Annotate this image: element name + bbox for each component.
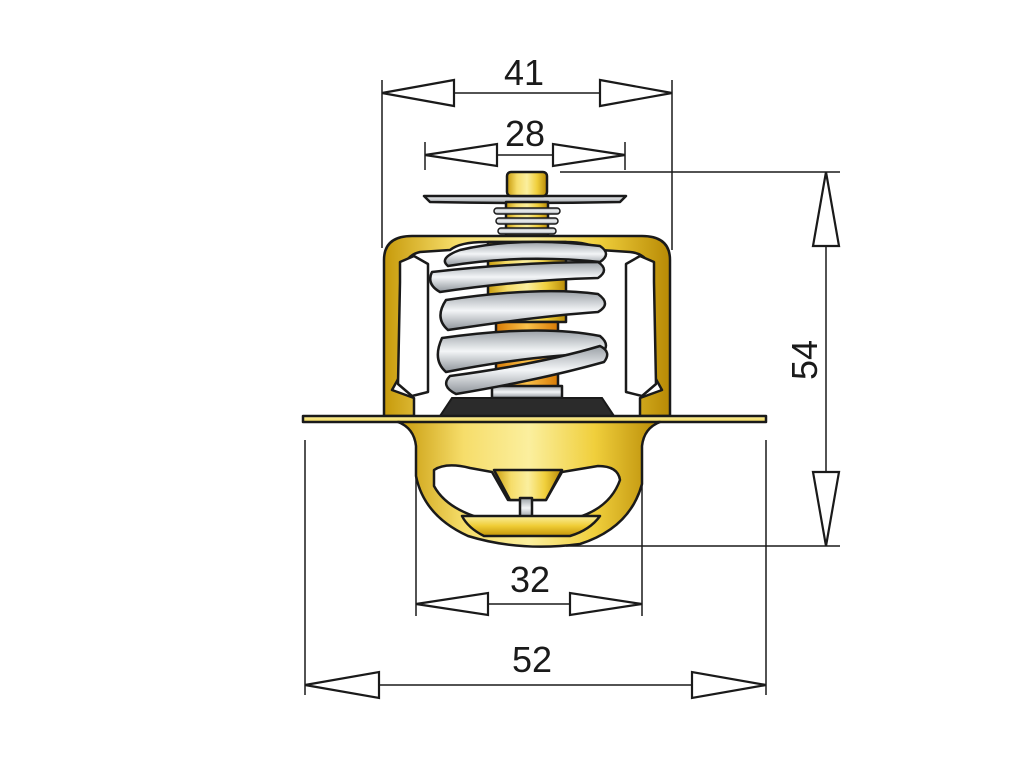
arrowhead-left bbox=[415, 591, 490, 617]
bottom-cone bbox=[492, 468, 564, 502]
arrowhead-right bbox=[690, 670, 767, 700]
gasket bbox=[438, 397, 616, 417]
dimension-54: 54 bbox=[560, 171, 841, 547]
arrowhead-left bbox=[304, 670, 381, 700]
arrowhead-left bbox=[381, 78, 456, 108]
dimension-28: 28 bbox=[424, 113, 626, 170]
arrowhead-right bbox=[598, 78, 673, 108]
thermostat bbox=[301, 170, 768, 548]
housing-window-right bbox=[624, 254, 658, 398]
pellet-ring bbox=[490, 384, 564, 400]
arrowhead-left bbox=[424, 142, 499, 168]
arrowhead-right bbox=[568, 591, 643, 617]
dimension-32: 32 bbox=[415, 440, 643, 617]
bottom-bar bbox=[460, 514, 602, 538]
housing-window-left bbox=[396, 254, 430, 398]
arrowhead-right bbox=[551, 142, 626, 168]
dimension-label-52: 52 bbox=[512, 639, 552, 680]
dimension-label-41: 41 bbox=[504, 52, 544, 93]
dimension-label-32: 32 bbox=[510, 559, 550, 600]
brass-housing bbox=[382, 234, 672, 418]
dimension-52: 52 bbox=[304, 440, 767, 700]
main-spring bbox=[429, 240, 609, 396]
bowl-window bbox=[432, 464, 622, 520]
dimension-label-54: 54 bbox=[784, 340, 825, 380]
arrowhead-down bbox=[811, 470, 841, 547]
arrowhead-up bbox=[811, 171, 841, 248]
dimension-41: 41 bbox=[381, 52, 673, 250]
top-pin bbox=[505, 170, 549, 198]
dimension-label-28: 28 bbox=[505, 113, 545, 154]
small-spring bbox=[493, 207, 561, 235]
